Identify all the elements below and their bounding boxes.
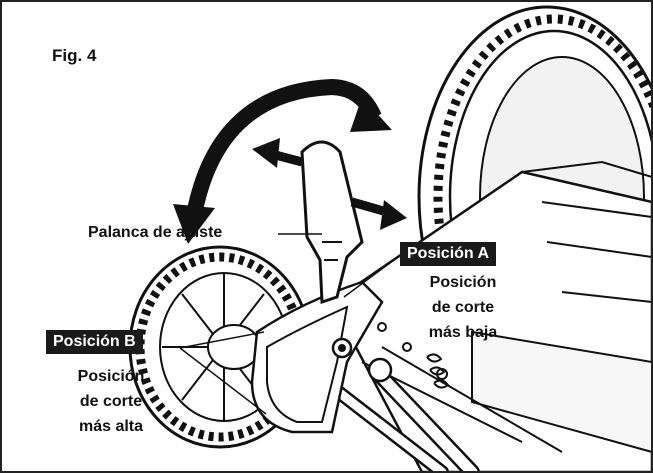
lever-label: Palanca de ajuste xyxy=(88,224,223,241)
position-a-line1: Posición xyxy=(429,274,497,291)
position-b-description: Posición de corte más alta xyxy=(58,364,164,439)
leader-lines xyxy=(179,233,403,415)
position-a-description: Posición de corte más baja xyxy=(400,270,526,345)
adjustment-lever xyxy=(300,140,364,305)
position-b-line2: de corte xyxy=(79,393,143,410)
direction-arrows-icon xyxy=(252,138,407,230)
position-a-badge: Posición A xyxy=(400,242,497,266)
position-a-line3: más baja xyxy=(428,324,498,341)
roller-assembly xyxy=(325,353,480,471)
figure-title: Fig. 4 xyxy=(52,46,97,65)
rotation-arrow-icon xyxy=(173,78,392,244)
position-b-line3: más alta xyxy=(78,418,144,435)
position-b-badge: Posición B xyxy=(46,330,143,354)
mower-body xyxy=(330,160,651,471)
position-a-line2: de corte xyxy=(431,299,495,316)
position-b-line1: Posición xyxy=(77,368,145,385)
side-bracket xyxy=(250,280,384,434)
